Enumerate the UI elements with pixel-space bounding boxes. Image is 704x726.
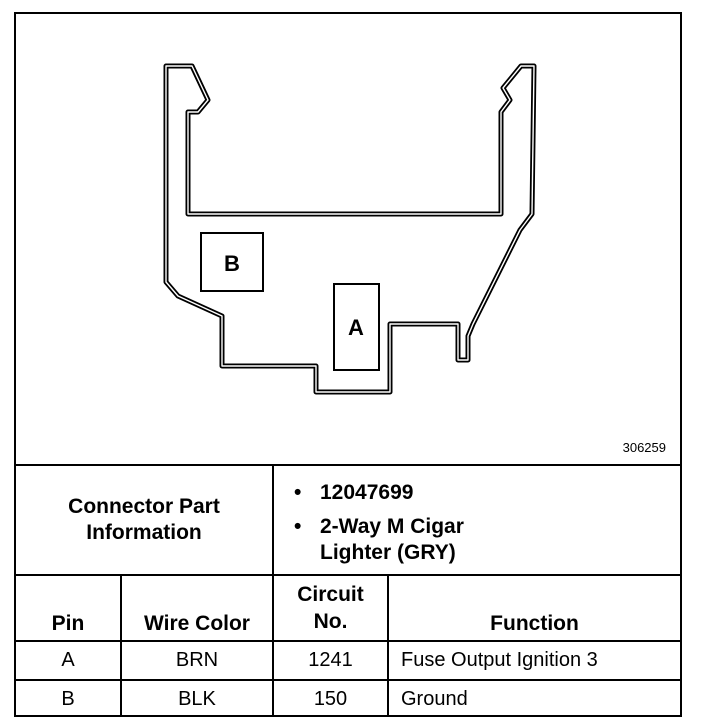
table-header-bottom-border	[16, 640, 680, 642]
figure-id: 306259	[622, 440, 666, 455]
table-row-separator	[16, 679, 680, 681]
bullet-marker: •	[294, 481, 302, 504]
table-row-b-function: Ground	[401, 687, 468, 710]
table-row-a-pin: A	[61, 649, 75, 671]
header-function: Function	[490, 611, 579, 635]
table-row-b-circuit: 150	[313, 687, 348, 710]
table-row-a-wire-color: BRN	[175, 649, 219, 671]
col-divider-1	[120, 574, 122, 717]
header-circuit-no: Circuit No.	[274, 576, 387, 640]
pin-b-cavity	[200, 232, 264, 292]
part-number: 12047699	[320, 481, 414, 504]
table-header-separator	[16, 574, 680, 576]
connector-diagram: B A	[163, 63, 537, 395]
bullet-marker: •	[294, 515, 302, 538]
pin-a-label: A	[348, 315, 364, 340]
table-row-b-wire-color: BLK	[178, 687, 216, 710]
table-top-border	[16, 464, 680, 466]
pin-a-cavity	[333, 283, 380, 371]
table-row-a-function: Fuse Output Ignition 3	[401, 649, 598, 671]
connector-info-title: Connector Part Information	[16, 466, 272, 574]
header-pin: Pin	[51, 611, 85, 635]
connector-figure-frame: B A 306259 Connector Part Information • …	[14, 12, 682, 717]
header-circuit-no-text: Circuit No.	[297, 583, 364, 633]
bullet-item: • 2-Way M Cigar Lighter (GRY)	[294, 514, 510, 566]
table-row-b-pin: B	[61, 687, 75, 710]
bullet-item: • 12047699	[294, 480, 510, 506]
connector-info-title-text: Connector Part Information	[68, 495, 220, 544]
col-divider-2	[272, 574, 274, 717]
pin-b-label: B	[224, 251, 240, 276]
connector-description: 2-Way M Cigar Lighter (GRY)	[320, 515, 464, 564]
connector-housing-inner	[165, 65, 535, 393]
info-divider	[272, 464, 274, 576]
connector-info-bullets: • 12047699 • 2-Way M Cigar Lighter (GRY)	[294, 480, 510, 566]
col-divider-3	[387, 574, 389, 717]
table-row-a-circuit: 1241	[308, 649, 353, 671]
header-wire-color: Wire Color	[144, 611, 250, 635]
